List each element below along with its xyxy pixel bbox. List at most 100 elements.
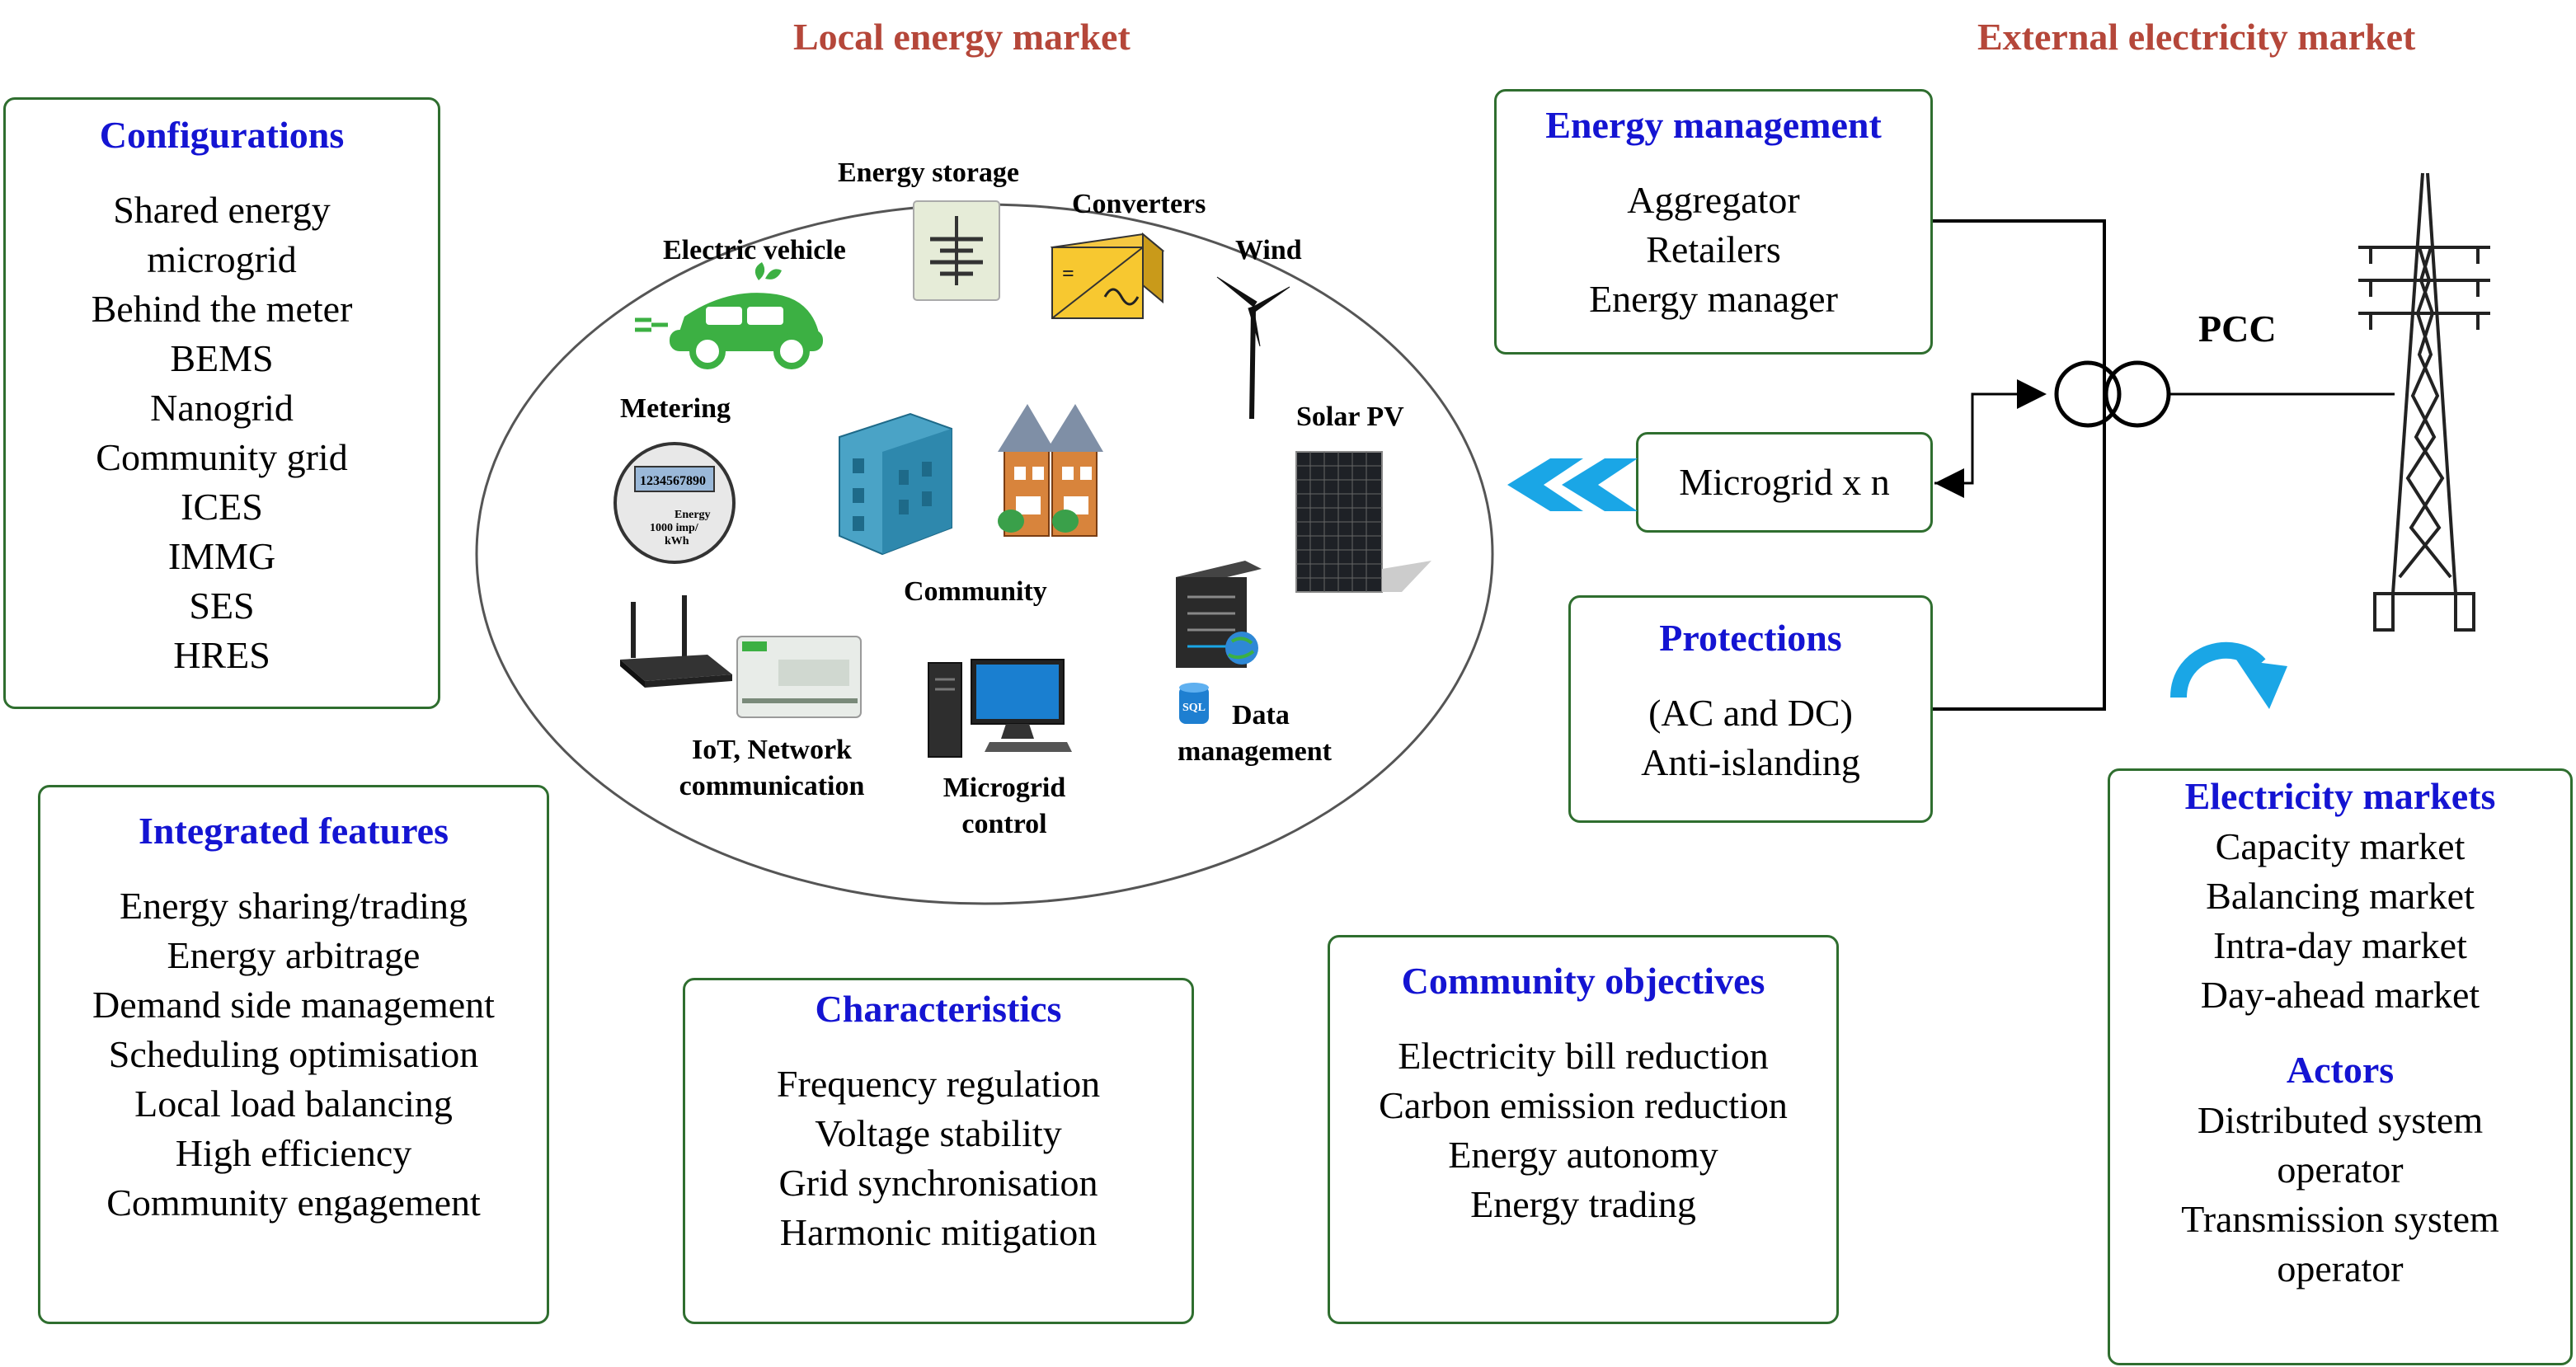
config-item: Shared energy bbox=[113, 189, 331, 231]
electric-vehicle-icon bbox=[635, 262, 823, 369]
market-item: Intra-day market bbox=[2213, 924, 2467, 966]
configurations-box: Configurations Shared energy microgrid B… bbox=[3, 97, 440, 709]
router-icon bbox=[620, 595, 732, 688]
electric-vehicle-label: Electric vehicle bbox=[663, 235, 846, 265]
iot-label-line2: communication bbox=[679, 771, 865, 801]
converter-icon: = bbox=[1050, 232, 1165, 319]
market-item: Balancing market bbox=[2206, 875, 2475, 917]
meter-display: 1234567890 bbox=[640, 474, 706, 488]
actor-item: Distributed system bbox=[2197, 1099, 2484, 1141]
config-item: microgrid bbox=[147, 238, 297, 280]
objective-item: Carbon emission reduction bbox=[1379, 1084, 1788, 1126]
energy-management-item: Energy manager bbox=[1589, 278, 1838, 320]
microgrid-control-line2: control bbox=[961, 809, 1047, 839]
integrated-features-box: Integrated features Energy sharing/tradi… bbox=[38, 785, 549, 1324]
objective-item: Energy trading bbox=[1470, 1183, 1696, 1225]
desktop-computer-icon bbox=[928, 659, 1072, 758]
iot-label-line1: IoT, Network bbox=[692, 735, 852, 765]
metering-label: Metering bbox=[620, 393, 731, 424]
microgrid-label: Microgrid x n bbox=[1679, 461, 1890, 503]
actor-item: operator bbox=[2277, 1247, 2404, 1289]
energy-management-item: Retailers bbox=[1646, 228, 1781, 270]
feature-item: Local load balancing bbox=[134, 1083, 453, 1125]
feature-item: Scheduling optimisation bbox=[108, 1033, 479, 1075]
pcc-transformer-right-icon bbox=[2104, 360, 2171, 428]
office-building-icon bbox=[839, 412, 952, 556]
double-chevron-left-icon bbox=[1507, 458, 1638, 511]
energy-management-item: Aggregator bbox=[1627, 179, 1800, 221]
feature-item: Energy sharing/trading bbox=[120, 885, 468, 927]
data-management-label-2: management bbox=[1178, 736, 1332, 767]
objective-item: Energy autonomy bbox=[1448, 1134, 1718, 1176]
database-icon: SQL bbox=[1179, 683, 1209, 724]
pcc-label: PCC bbox=[2198, 308, 2277, 350]
sql-label: SQL bbox=[1182, 702, 1206, 714]
houses-icon bbox=[998, 404, 1103, 537]
converters-label: Converters bbox=[1072, 189, 1206, 219]
configurations-title: Configurations bbox=[99, 114, 345, 156]
actors-title: Actors bbox=[2286, 1049, 2395, 1091]
electricity-markets-box: Electricity markets Capacity market Bala… bbox=[2108, 768, 2573, 1365]
community-objectives-box: Community objectives Electricity bill re… bbox=[1328, 935, 1839, 1324]
config-item: HRES bbox=[173, 634, 270, 676]
wind-label: Wind bbox=[1235, 235, 1302, 265]
data-management-label-1: Data bbox=[1232, 700, 1290, 730]
config-item: IMMG bbox=[167, 535, 276, 577]
transmission-tower-icon bbox=[2358, 172, 2490, 632]
energy-management-title: Energy management bbox=[1545, 104, 1882, 146]
meter-rate-line2: kWh bbox=[665, 535, 689, 547]
protections-box: Protections (AC and DC) Anti-islanding bbox=[1568, 595, 1933, 823]
iot-controller-icon bbox=[736, 636, 862, 718]
market-item: Capacity market bbox=[2215, 825, 2466, 867]
electricity-markets-title: Electricity markets bbox=[2184, 775, 2496, 817]
local-market-title: Local energy market bbox=[793, 16, 1131, 58]
energy-storage-icon bbox=[913, 200, 1000, 301]
server-icon bbox=[1176, 561, 1262, 668]
config-item: SES bbox=[189, 585, 255, 627]
pcc-transformer-left-icon bbox=[2054, 360, 2122, 428]
community-objectives-title: Community objectives bbox=[1401, 960, 1765, 1002]
market-item: Day-ahead market bbox=[2200, 974, 2480, 1016]
meter-rate-line1: 1000 imp/ bbox=[650, 522, 699, 534]
feature-item: Demand side management bbox=[92, 984, 495, 1026]
objective-item: Electricity bill reduction bbox=[1398, 1035, 1769, 1077]
microgrid-box: Microgrid x n bbox=[1636, 432, 1933, 533]
iot-label: IoT, Network communication bbox=[656, 732, 887, 805]
energy-storage-label: Energy storage bbox=[838, 157, 1020, 188]
characteristic-item: Grid synchronisation bbox=[778, 1162, 1098, 1204]
config-item: Nanogrid bbox=[150, 387, 294, 429]
feature-item: High efficiency bbox=[175, 1132, 412, 1174]
protection-item: (AC and DC) bbox=[1648, 692, 1853, 734]
feature-item: Community engagement bbox=[106, 1181, 481, 1224]
energy-management-box: Energy management Aggregator Retailers E… bbox=[1494, 89, 1933, 355]
community-label: Community bbox=[904, 576, 1047, 607]
config-item: ICES bbox=[181, 486, 263, 528]
microgrid-control-label: Microgrid control bbox=[922, 770, 1087, 843]
microgrid-control-line1: Microgrid bbox=[942, 773, 1066, 803]
protections-title: Protections bbox=[1659, 617, 1842, 659]
actor-item: operator bbox=[2277, 1149, 2404, 1191]
svg-text:=: = bbox=[1062, 261, 1074, 285]
meter-icon: 1234567890 Energy 1000 imp/ kWh bbox=[613, 442, 736, 564]
protection-item: Anti-islanding bbox=[1641, 741, 1860, 783]
curved-arrow-icon bbox=[2170, 641, 2287, 709]
characteristic-item: Voltage stability bbox=[815, 1112, 1062, 1154]
solar-panel-icon bbox=[1295, 451, 1431, 593]
microgrid-link-arrow bbox=[1934, 379, 2047, 485]
wind-turbine-icon bbox=[1216, 276, 1290, 420]
feature-item: Energy arbitrage bbox=[167, 934, 421, 976]
characteristics-title: Characteristics bbox=[815, 988, 1062, 1030]
config-item: BEMS bbox=[170, 337, 274, 379]
actor-item: Transmission system bbox=[2181, 1198, 2499, 1240]
meter-energy: Energy bbox=[675, 509, 711, 521]
characteristics-box: Characteristics Frequency regulation Vol… bbox=[683, 978, 1194, 1324]
config-item: Behind the meter bbox=[91, 288, 353, 330]
solar-pv-label: Solar PV bbox=[1296, 402, 1404, 432]
integrated-features-title: Integrated features bbox=[139, 810, 449, 852]
external-market-title: External electricity market bbox=[1977, 16, 2416, 58]
config-item: Community grid bbox=[96, 436, 348, 478]
characteristic-item: Frequency regulation bbox=[776, 1063, 1101, 1105]
characteristic-item: Harmonic mitigation bbox=[779, 1211, 1098, 1253]
